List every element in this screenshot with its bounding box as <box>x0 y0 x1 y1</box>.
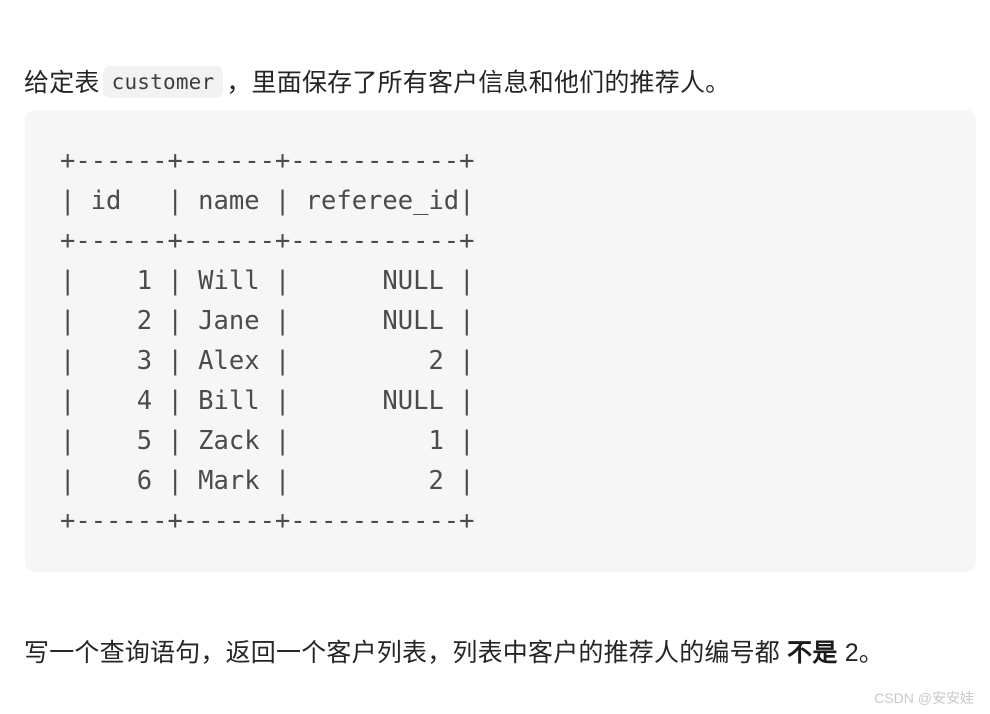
code-block-content: +------+------+-----------+ | id | name … <box>60 146 475 536</box>
question-prefix-text: 写一个查询语句，返回一个客户列表，列表中客户的推荐人的编号都 <box>24 639 781 667</box>
inline-code-customer: customer <box>102 66 224 98</box>
question-emphasis-text: 不是 <box>780 639 838 667</box>
intro-prefix-text: 给定表 <box>24 69 100 97</box>
question-paragraph: 写一个查询语句，返回一个客户列表，列表中客户的推荐人的编号都 不是 2。 <box>24 633 964 673</box>
question-suffix-text: 2。 <box>837 639 885 667</box>
watermark: CSDN @安安娃 <box>874 690 974 706</box>
intro-suffix-text: ，里面保存了所有客户信息和他们的推荐人。 <box>226 69 731 97</box>
code-block: +------+------+-----------+ | id | name … <box>25 110 976 572</box>
